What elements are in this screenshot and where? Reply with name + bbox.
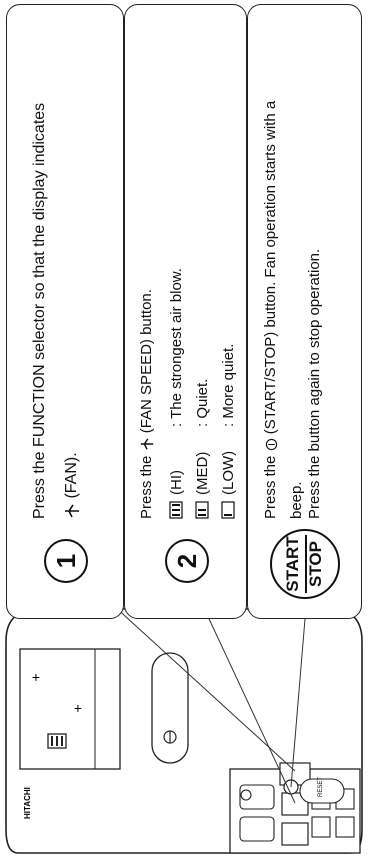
- step-3-line-2: beep.: [288, 481, 305, 519]
- svg-text:+: +: [32, 670, 40, 686]
- step-3-line-1-suffix: (START/STOP) button. Fan operation start…: [262, 100, 279, 435]
- remote-reset-label: RESET: [318, 777, 324, 797]
- remote-power-button[interactable]: [151, 652, 189, 764]
- fan-speed-med-mode: (MED): [194, 451, 211, 495]
- step-2-intro: Press the (FAN SPEED) button.: [138, 289, 157, 519]
- svg-text:+: +: [74, 701, 82, 717]
- step-1-line-1: Press the FUNCTION selector so that the …: [31, 102, 48, 519]
- display-fan-icon: [47, 733, 67, 749]
- step-1-marker: 1: [44, 539, 88, 583]
- remote-brand: HITACHI: [23, 787, 32, 819]
- remote-timer-button[interactable]: [281, 822, 309, 846]
- step-1-panel: [6, 4, 124, 619]
- fan-speed-low-desc: : More quiet.: [220, 343, 237, 427]
- stop-label: STOP: [305, 535, 326, 593]
- fan-speed-low-mode: (LOW): [220, 450, 237, 495]
- fan-speed-row-med: (MED) : Quiet.: [192, 39, 218, 519]
- fan-speed-hi-icon: [169, 501, 183, 519]
- step-2-marker: 2: [165, 539, 209, 583]
- step-2-intro-suffix: (FAN SPEED) button.: [138, 289, 155, 434]
- fan-icon: [64, 504, 79, 518]
- fan-speed-hi-mode: (HI): [168, 470, 185, 495]
- power-icon: [163, 730, 177, 744]
- start-stop-button-graphic: START STOP: [270, 529, 340, 599]
- step-2-intro-prefix: Press the: [138, 455, 155, 519]
- start-label: START: [283, 536, 303, 592]
- step-1-fan-label: (FAN).: [63, 452, 80, 499]
- remote-swing-button[interactable]: [299, 778, 345, 804]
- leader-line-1: [67, 599, 296, 772]
- fan-speed-table: (HI) : The strongest air blow. (MED) : Q…: [166, 39, 244, 519]
- fan-speed-med-desc: : Quiet.: [194, 378, 211, 427]
- leader-line-3: [290, 599, 311, 788]
- remote-display: [19, 648, 121, 770]
- step-3-line-1-prefix: Press the: [262, 455, 279, 519]
- step-1-line-2: (FAN).: [62, 452, 82, 519]
- remote-control-illustration: + + HITACHI RESET: [5, 599, 363, 854]
- step-3-line-3: Press the button again to stop operation…: [306, 248, 323, 519]
- power-icon: [265, 439, 277, 451]
- fan-speed-hi-desc: : The strongest air blow.: [168, 268, 185, 427]
- fan-speed-row-hi: (HI) : The strongest air blow.: [166, 39, 192, 519]
- fan-speed-row-low: (LOW) : More quiet.: [218, 39, 244, 519]
- step-3-line-1: Press the (START/STOP) button. Fan opera…: [262, 101, 281, 519]
- fan-speed-low-icon: [221, 501, 235, 519]
- fan-speed-med-icon: [195, 501, 209, 519]
- fan-speed-icon: [140, 438, 154, 451]
